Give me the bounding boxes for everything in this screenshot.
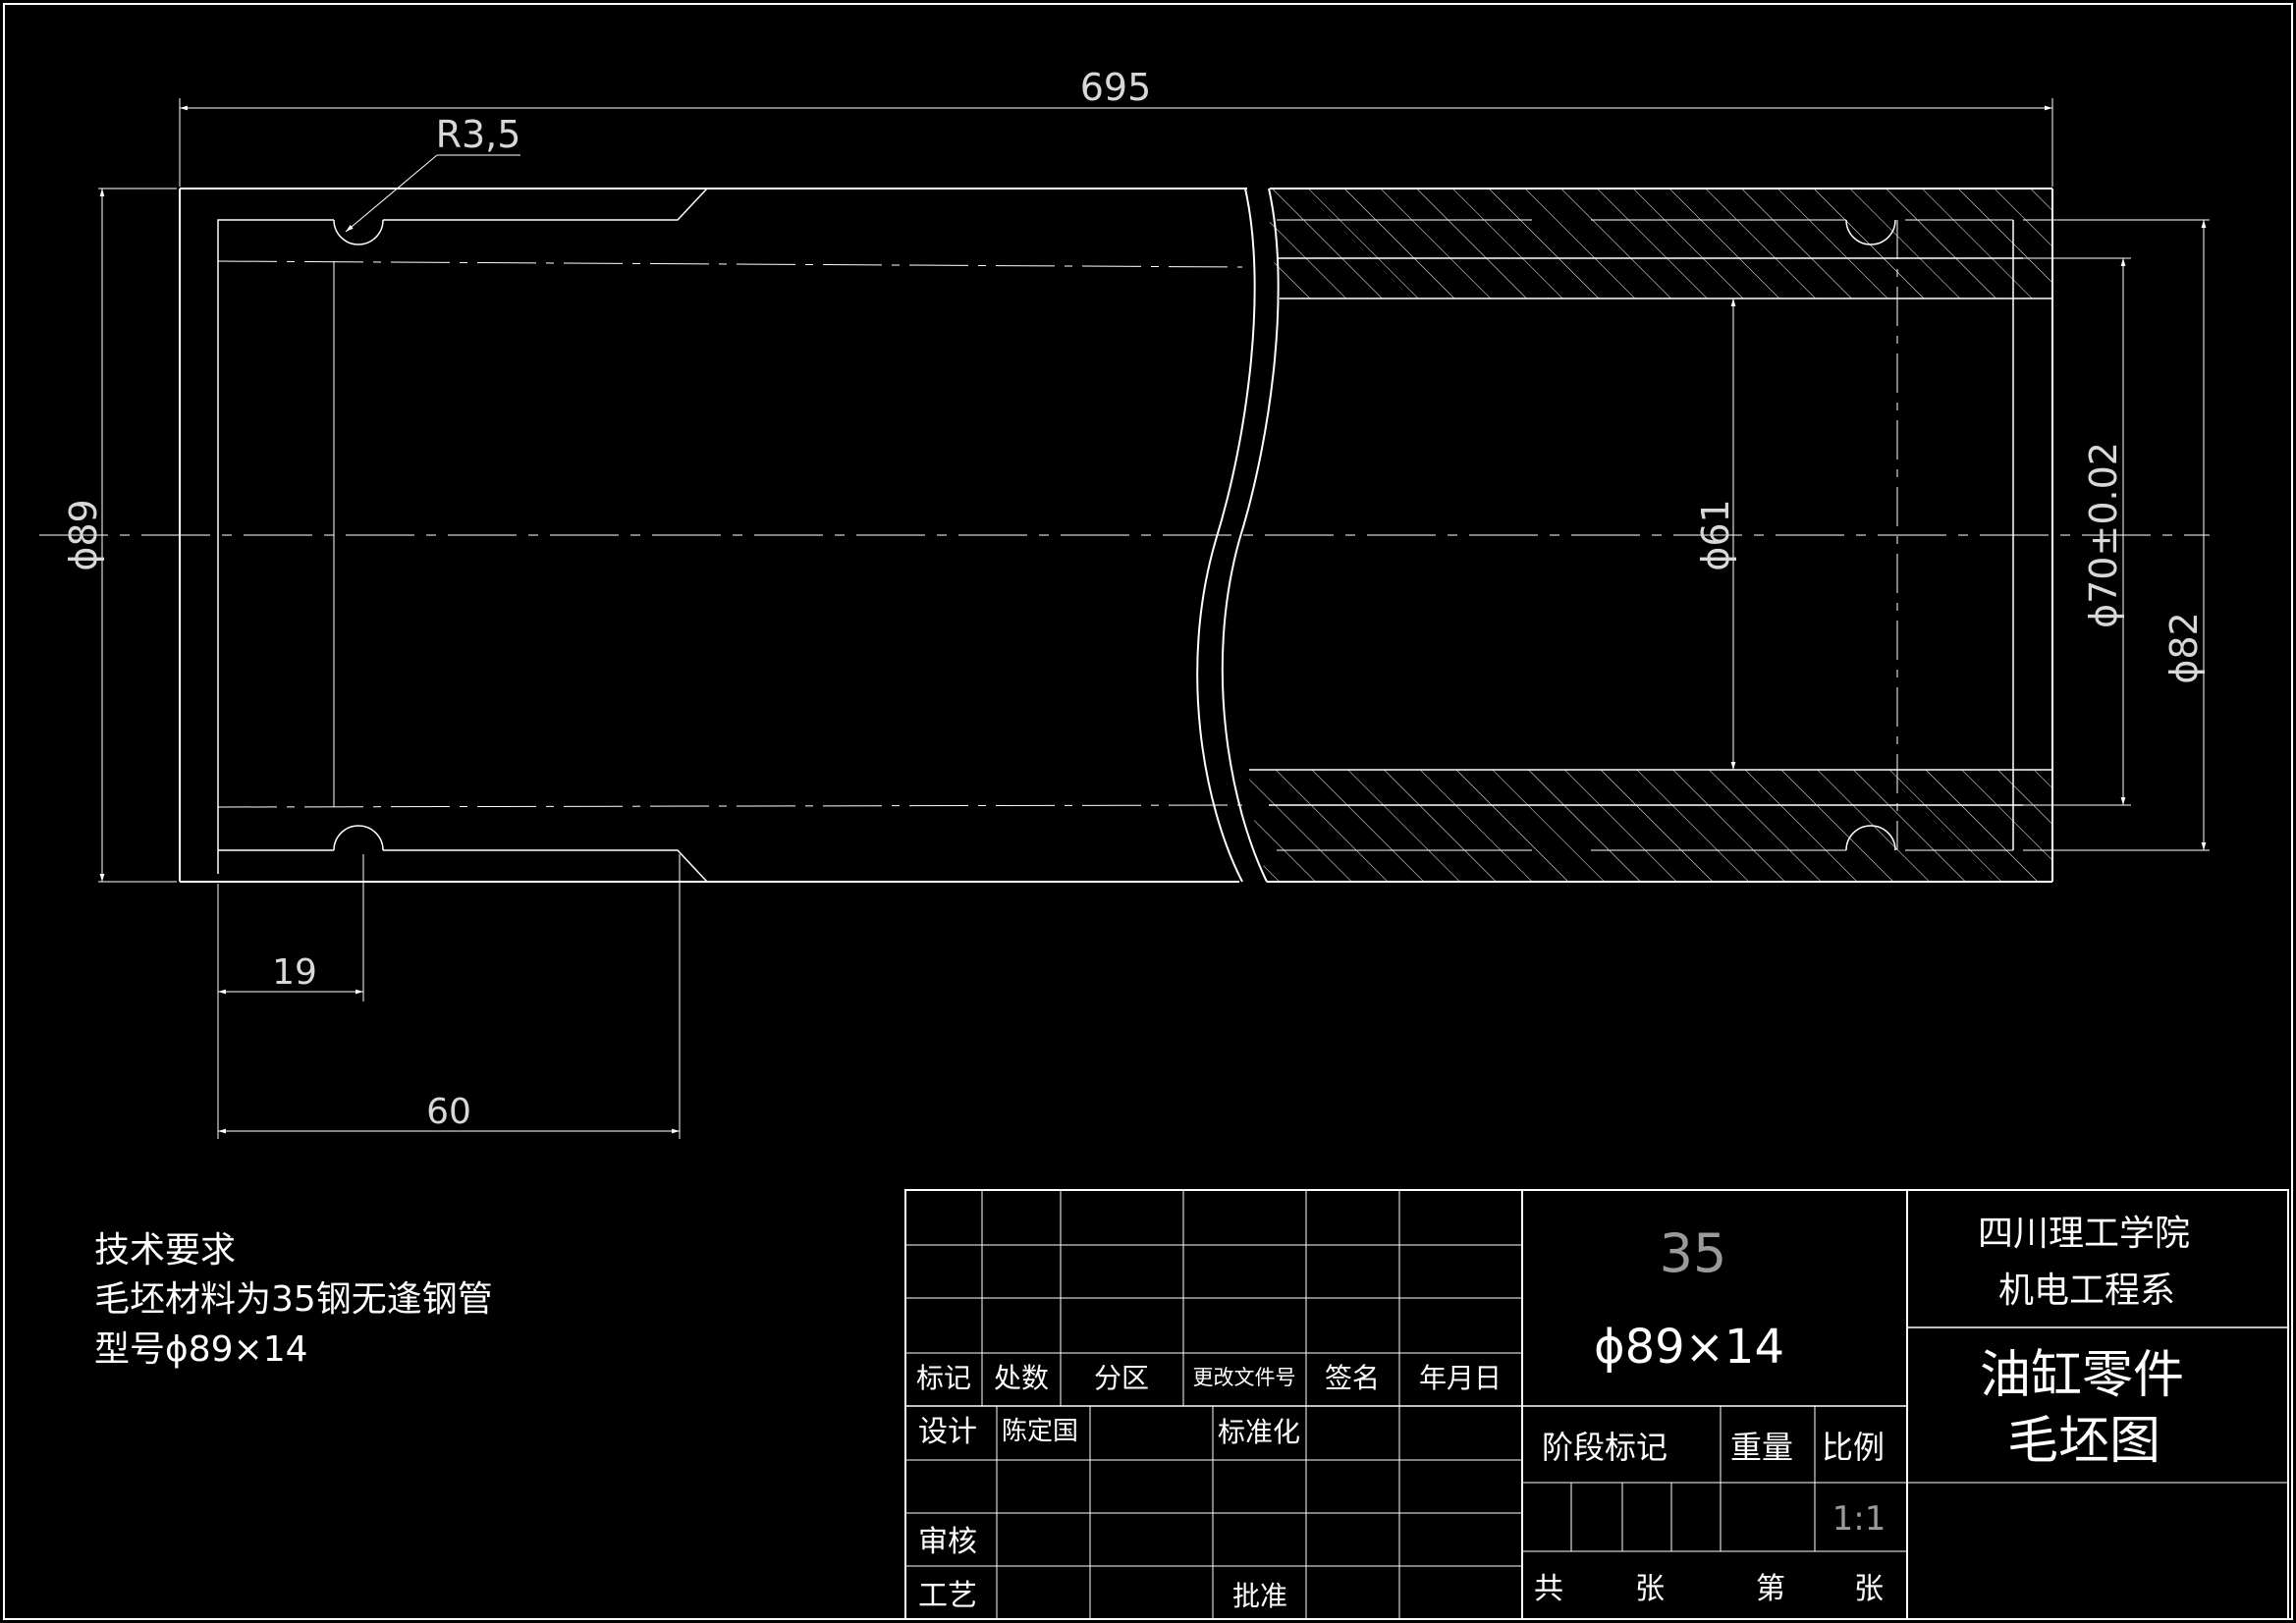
dim-outer-diameter: ϕ89 (62, 499, 105, 570)
scale-label: 比例 (1822, 1429, 1885, 1466)
part-name-line1: 油缸零件 (1980, 1346, 2184, 1405)
hatch-top (1269, 189, 2052, 298)
tube-left-view (179, 188, 1247, 883)
role-review: 审核 (918, 1525, 977, 1559)
sheets-label-1: 张 (1635, 1572, 1665, 1606)
stage-mark: 阶段标记 (1542, 1429, 1667, 1466)
dim-groove-diameter: ϕ82 (2162, 612, 2206, 683)
spec: ϕ89×14 (1594, 1320, 1784, 1375)
role-approve: 批准 (1232, 1580, 1287, 1612)
notes-line2: 型号ϕ89×14 (94, 1329, 308, 1370)
dim-overall-length: 695 (1080, 66, 1152, 109)
break-line-left (1196, 188, 1256, 883)
dim-bore-diameter: ϕ70±0.02 (2082, 442, 2125, 628)
title-block (904, 1189, 2289, 1620)
page-label: 第 (1756, 1572, 1785, 1606)
material: 35 (1660, 1222, 1727, 1284)
technical-notes: 技术要求 毛坯材料为35钢无逢钢管 型号ϕ89×14 (94, 1230, 493, 1370)
designer-name: 陈定国 (1002, 1417, 1078, 1446)
header-mark: 标记 (916, 1362, 971, 1394)
weight-label: 重量 (1730, 1429, 1793, 1466)
dim-radius: R3,5 (436, 113, 521, 156)
header-signature: 签名 (1325, 1362, 1380, 1394)
dim-groove-offset: 19 (272, 952, 317, 993)
dimension-lines (98, 98, 2210, 1139)
notes-line1: 毛坯材料为35钢无逢钢管 (94, 1279, 493, 1320)
break-line-right (1221, 188, 1280, 883)
role-design: 设计 (918, 1415, 977, 1449)
sheets-label-2: 张 (1854, 1572, 1884, 1606)
header-count: 处数 (994, 1362, 1049, 1394)
institution-line1: 四川理工学院 (1978, 1214, 2190, 1254)
hatch-bottom (1249, 770, 2052, 882)
total-label: 共 (1534, 1572, 1563, 1606)
role-process: 工艺 (918, 1579, 977, 1613)
role-standardize: 标准化 (1218, 1416, 1300, 1448)
scale-value: 1:1 (1832, 1499, 1886, 1539)
header-zone: 分区 (1094, 1362, 1149, 1394)
institution-line2: 机电工程系 (1998, 1271, 2175, 1311)
dim-chamfer-length: 60 (426, 1092, 471, 1132)
part-name-line2: 毛坯图 (2007, 1412, 2160, 1471)
header-change-doc: 更改文件号 (1193, 1366, 1296, 1389)
dim-inner-diameter: ϕ61 (1694, 499, 1737, 570)
notes-title: 技术要求 (94, 1230, 236, 1271)
sectioned-part-right (1249, 188, 2053, 883)
header-date: 年月日 (1419, 1362, 1502, 1394)
